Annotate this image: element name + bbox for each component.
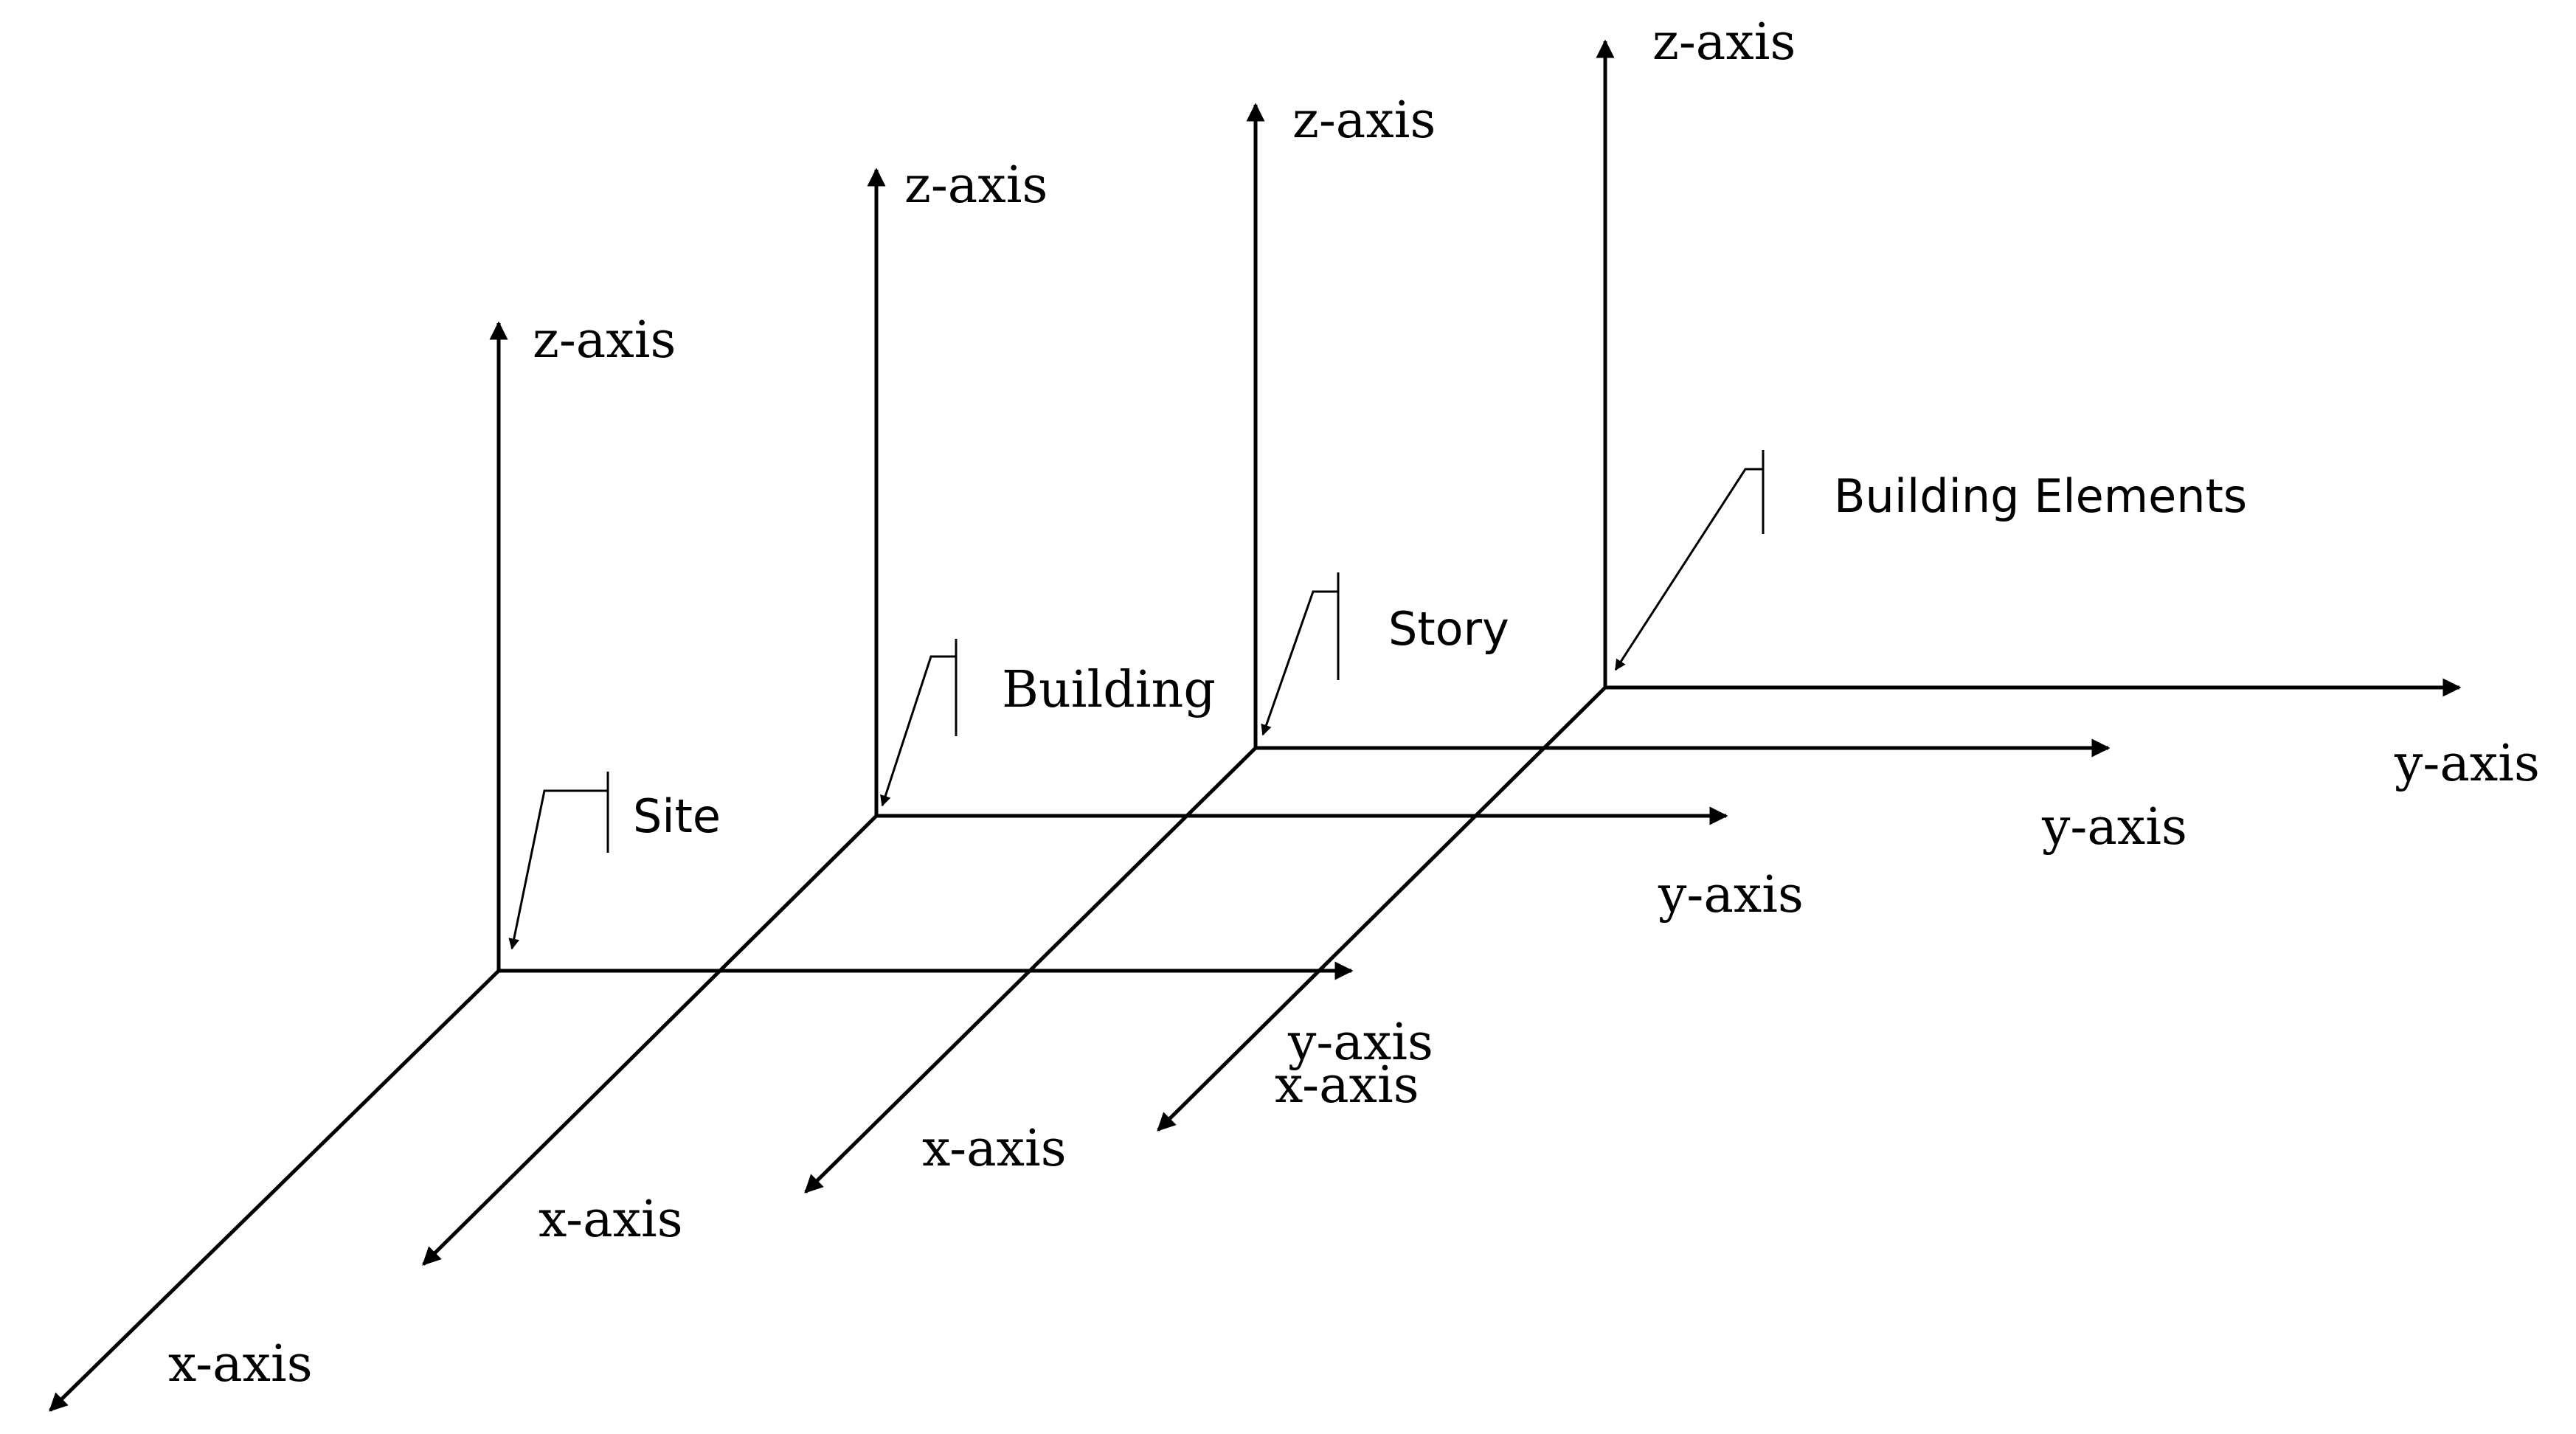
- building-x-axis-label: x-axis: [539, 1191, 683, 1249]
- story-x-axis: [804, 747, 1257, 1194]
- building-label: Building: [1002, 661, 1216, 719]
- building-x-axis: [422, 814, 878, 1266]
- building-elements-coordinate-system: Building Elements z-axis y-axis x-axis: [1157, 13, 2540, 1132]
- site-coordinate-system: Site z-axis y-axis x-axis: [49, 311, 1433, 1412]
- building-elements-z-axis-label: z-axis: [1652, 13, 1796, 72]
- building-y-axis-label: y-axis: [1658, 866, 1804, 924]
- story-leader-line: [1261, 572, 1340, 736]
- building-coordinate-system: Building z-axis y-axis x-axis: [422, 156, 1804, 1266]
- building-elements-leader-line: [1614, 450, 1765, 671]
- building-z-axis-label: z-axis: [904, 156, 1048, 215]
- site-z-axis-label: z-axis: [533, 311, 676, 370]
- story-coordinate-system: Story z-axis y-axis x-axis: [804, 91, 2187, 1194]
- story-label: Story: [1388, 602, 1509, 656]
- building-elements-y-axis-label: y-axis: [2394, 735, 2540, 793]
- site-label: Site: [633, 789, 721, 843]
- building-elements-x-axis: [1157, 686, 1607, 1132]
- building-elements-label: Building Elements: [1834, 469, 2247, 523]
- story-y-axis-label: y-axis: [2041, 798, 2187, 856]
- building-leader-line: [880, 639, 958, 807]
- site-x-axis: [49, 969, 500, 1412]
- story-x-axis-label: x-axis: [922, 1120, 1067, 1178]
- building-elements-x-axis-label: x-axis: [1275, 1056, 1419, 1115]
- site-y-axis-label: y-axis: [1287, 1014, 1433, 1072]
- story-z-axis-label: z-axis: [1292, 91, 1436, 150]
- site-x-axis-label: x-axis: [168, 1335, 313, 1393]
- site-leader-line: [508, 772, 609, 950]
